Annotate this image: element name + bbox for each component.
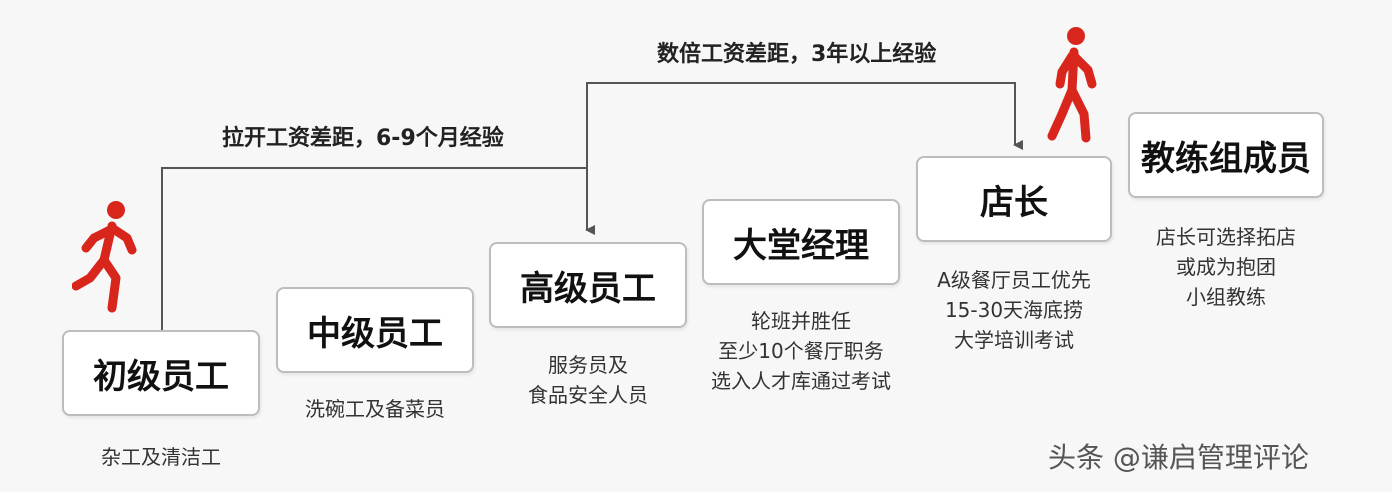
desc-line: 大学培训考试: [954, 328, 1074, 352]
step-desc-store-manager: A级餐厅员工优先 15-30天海底捞 大学培训考试: [906, 265, 1122, 355]
walker-icon: [1047, 27, 1097, 143]
desc-line: 小组教练: [1186, 285, 1266, 309]
desc-line: 洗碗工及备菜员: [305, 397, 445, 421]
watermark: 头条 @谦启管理评论: [1048, 441, 1309, 474]
desc-line: A级餐厅员工优先: [937, 268, 1091, 292]
step-desc-senior: 服务员及 食品安全人员: [489, 350, 687, 410]
desc-line: 至少10个餐厅职务: [718, 339, 884, 363]
step-box-intermediate: 中级员工: [276, 287, 474, 373]
desc-line: 店长可选择拓店: [1156, 225, 1296, 249]
gap-long-label: 数倍工资差距，3年以上经验: [657, 42, 937, 67]
desc-line: 15-30天海底捞: [944, 298, 1084, 322]
step-box-coach: 教练组成员: [1128, 112, 1324, 198]
desc-line: 服务员及: [548, 353, 628, 377]
runner-icon: [72, 201, 137, 313]
step-desc-lobby-manager: 轮班并胜任 至少10个餐厅职务 选入人才库通过考试: [692, 306, 910, 396]
gap-short-label: 拉开工资差距，6-9个月经验: [222, 126, 504, 151]
step-desc-junior: 杂工及清洁工: [62, 442, 260, 472]
desc-line: 或成为抱团: [1176, 255, 1276, 279]
step-box-store-manager: 店长: [916, 156, 1112, 242]
step-desc-intermediate: 洗碗工及备菜员: [276, 394, 474, 424]
step-desc-coach: 店长可选择拓店 或成为抱团 小组教练: [1128, 222, 1324, 312]
desc-line: 食品安全人员: [528, 383, 648, 407]
connector-short: [161, 167, 595, 330]
desc-line: 轮班并胜任: [751, 309, 851, 333]
step-box-lobby-manager: 大堂经理: [702, 199, 900, 285]
step-box-senior: 高级员工: [489, 242, 687, 328]
desc-line: 杂工及清洁工: [101, 445, 221, 469]
desc-line: 选入人才库通过考试: [711, 369, 891, 393]
step-box-junior: 初级员工: [62, 330, 260, 416]
connector-long: [586, 82, 1023, 168]
